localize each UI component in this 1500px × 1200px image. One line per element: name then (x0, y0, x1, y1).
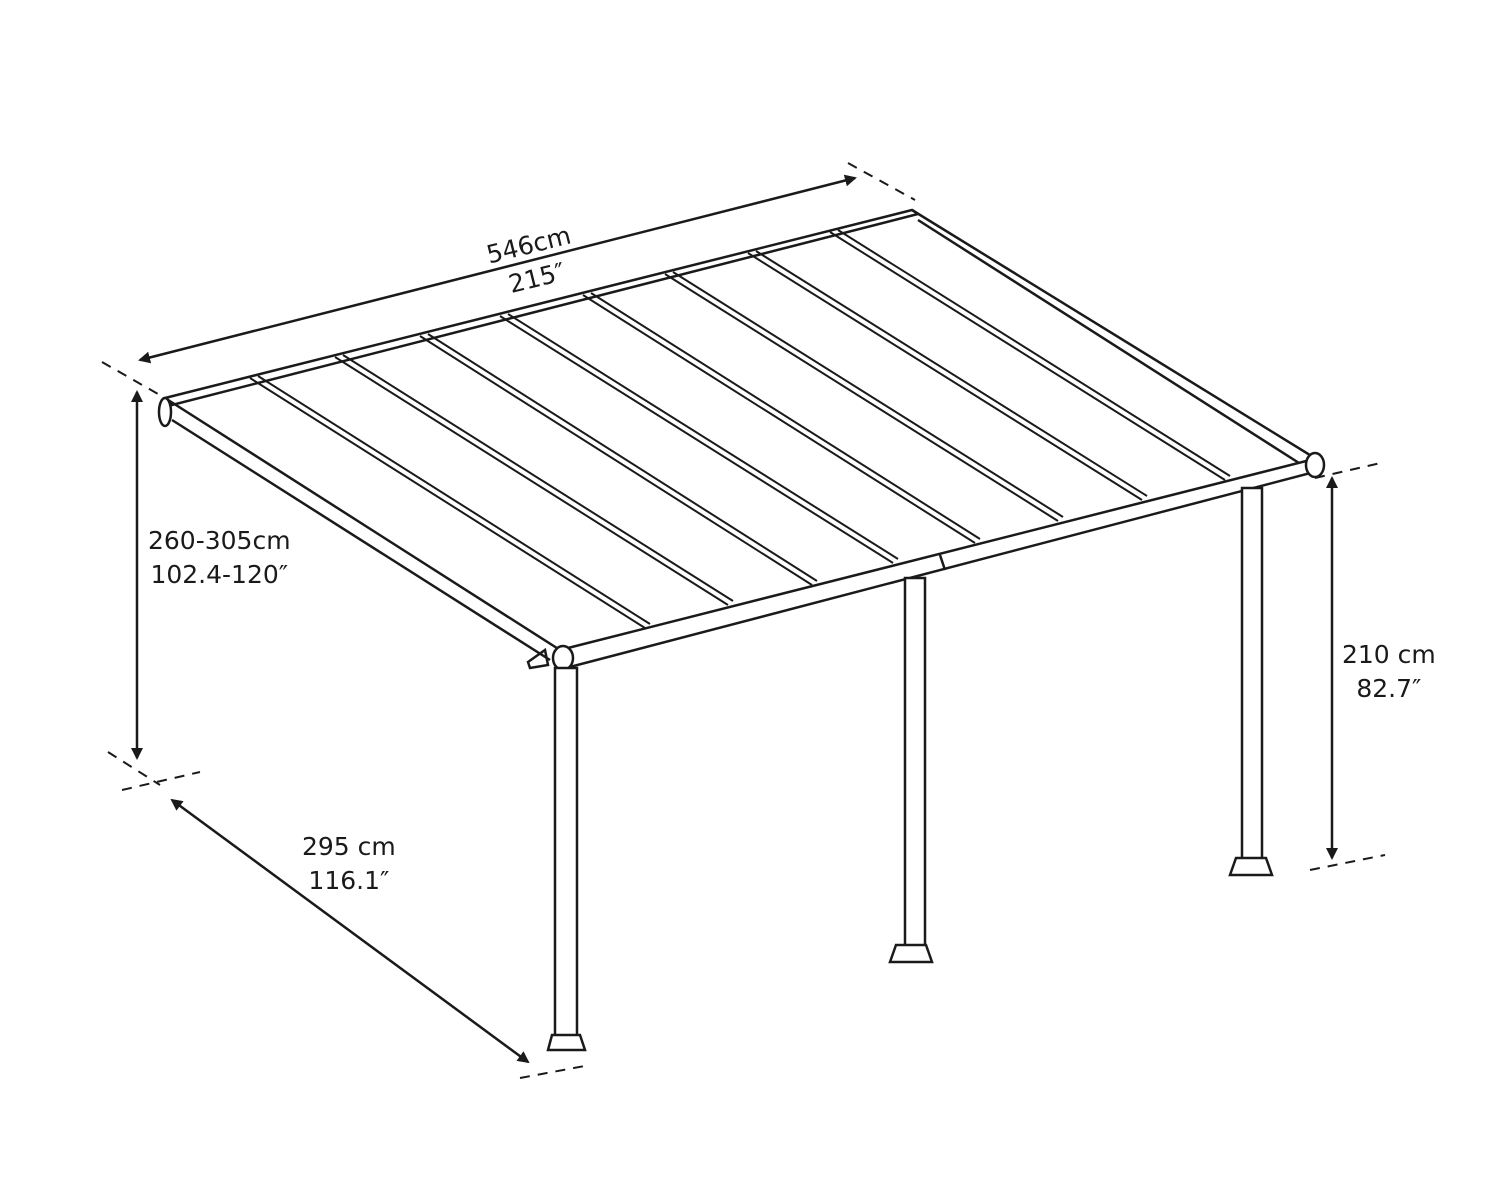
posts (546, 486, 1274, 1052)
front-height-label: 210 cm 82.7″ (1342, 638, 1436, 706)
front-height-metric: 210 cm (1342, 640, 1436, 669)
depth-label: 295 cm 116.1″ (302, 830, 396, 898)
dimension-lines (101, 162, 1386, 1079)
roof (157, 208, 1326, 672)
wall-height-metric: 260-305cm (148, 526, 291, 555)
front-height-imperial: 82.7″ (1356, 674, 1422, 703)
wall-height-label: 260-305cm 102.4-120″ (148, 524, 291, 592)
wall-height-imperial: 102.4-120″ (150, 560, 289, 589)
depth-imperial: 116.1″ (308, 866, 390, 895)
depth-metric: 295 cm (302, 832, 396, 861)
